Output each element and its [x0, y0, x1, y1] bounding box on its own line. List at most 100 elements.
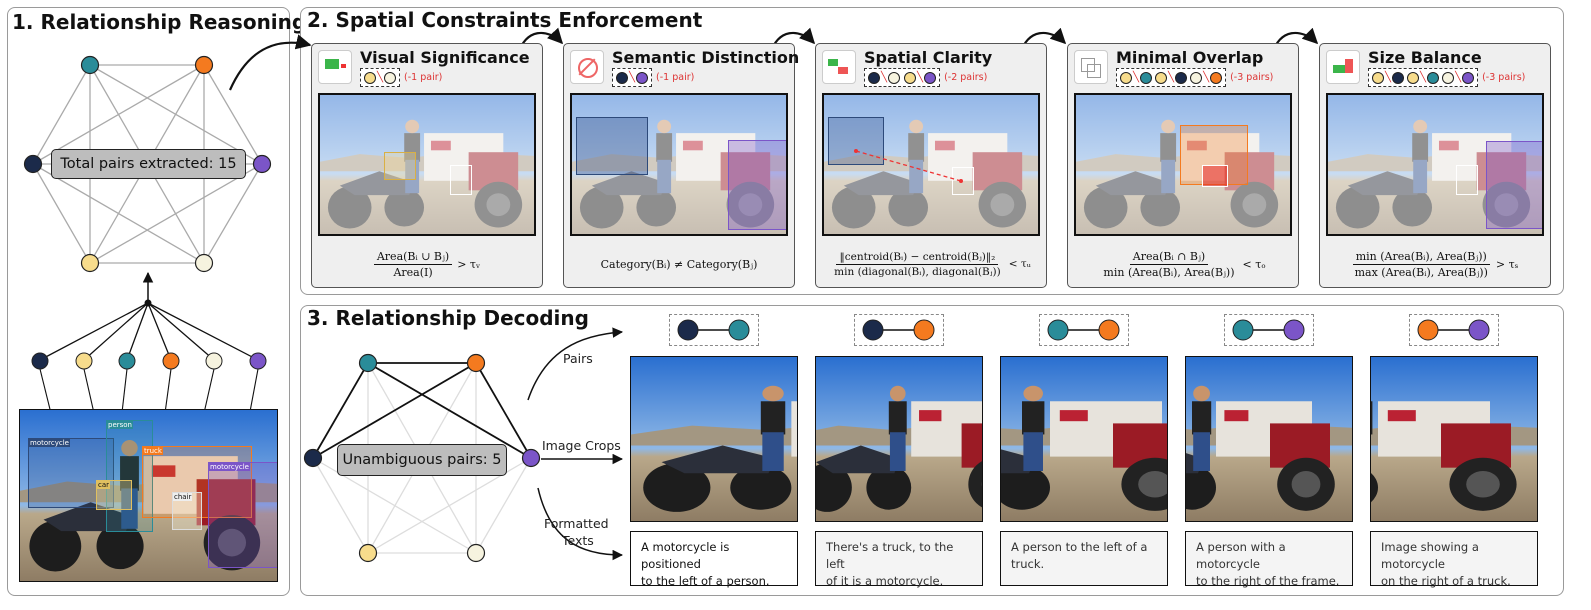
pin-purple: [249, 352, 267, 370]
node-cream: [194, 253, 214, 273]
pin-yellow: [75, 352, 93, 370]
pair-count-note: (-1 pair): [404, 72, 443, 83]
caption-line: A person to the left of a: [1011, 540, 1148, 554]
card-title: Spatial Clarity: [864, 48, 993, 67]
bbox-chair: chair: [172, 492, 202, 530]
image-crop-5: [1370, 356, 1538, 522]
caption-line: A motorcycle is positioned: [641, 540, 730, 571]
label-texts: Texts: [562, 533, 594, 548]
removed-pairs: ╲ (-1 pair): [360, 68, 443, 87]
bbox-motorcycle-2: motorcycle: [208, 462, 277, 568]
formula-operator: < τᵤ: [1008, 258, 1031, 270]
bbox-label: person: [107, 421, 133, 429]
card-title: Visual Significance: [360, 48, 530, 67]
formula-inline: Category(Bᵢ) ≠ Category(Bⱼ): [600, 257, 758, 271]
caption-2: There's a truck, to the left of it is a …: [815, 531, 983, 588]
example-image: [822, 93, 1040, 236]
caption-line: of it is a motorcycle.: [826, 574, 944, 588]
image-crop-3: [1000, 356, 1168, 522]
visual-significance-icon: [318, 50, 352, 84]
pair-count-note: (-1 pair): [656, 72, 695, 83]
caption-line: Image showing a motorcycle: [1381, 540, 1479, 571]
formula-denominator: min (Area(Bᵢ), Area(Bⱼ)): [1103, 265, 1235, 279]
bbox-label: motorcycle: [209, 463, 250, 471]
caption-line: to the left of a person.: [641, 574, 770, 588]
node-cream: [466, 543, 486, 563]
bbox-person: person: [106, 420, 153, 532]
card-semantic-distinction: Semantic Distinction ╲ (-1 pair) Categor…: [563, 43, 799, 288]
pin-cream: [205, 352, 223, 370]
node-orange: [194, 55, 214, 75]
caption-line: on the right of a truck.: [1381, 574, 1511, 588]
label-image-crops: Image Crops: [542, 438, 621, 453]
pin-orange: [162, 352, 180, 370]
formula: Area(Bᵢ ∪ Bⱼ)Area(I) > τᵥ: [312, 242, 542, 286]
formula-denominator: min (diagonal(Bᵢ), diagonal(Bⱼ)): [834, 265, 1001, 278]
image-crop-1: [630, 356, 798, 522]
bbox-truck: truck: [142, 446, 252, 518]
bbox-label: truck: [143, 447, 163, 455]
node-teal: [358, 353, 378, 373]
formula-operator: > τₛ: [1495, 257, 1519, 271]
formula-numerator: min (Area(Bᵢ), Area(Bⱼ)): [1352, 250, 1490, 265]
caption-3: A person to the left of a truck.: [1000, 531, 1168, 586]
formula-numerator: Area(Bᵢ ∩ Bⱼ): [1129, 250, 1209, 265]
caption-1: A motorcycle is positioned to the left o…: [630, 531, 798, 588]
card-title: Semantic Distinction: [612, 48, 800, 67]
formula-denominator: Area(I): [393, 265, 433, 279]
bbox-motorcycle: motorcycle: [28, 438, 114, 508]
label-pairs: Pairs: [563, 351, 593, 366]
formula: Area(Bᵢ ∩ Bⱼ)min (Area(Bᵢ), Area(Bⱼ)) < …: [1068, 242, 1298, 286]
formula-numerator: ‖centroid(Bᵢ) − centroid(Bⱼ)‖₂: [836, 251, 999, 265]
bbox-label: car: [97, 481, 111, 489]
node-yellow: [80, 253, 100, 273]
node-navy: [23, 154, 43, 174]
section-title: 1. Relationship Reasoning: [12, 10, 307, 34]
unambiguous-pairs-box: Unambiguous pairs: 5: [337, 444, 507, 476]
graph-section1: [23, 55, 272, 498]
caption-5: Image showing a motorcycle on the right …: [1370, 531, 1538, 588]
node-purple: [521, 448, 541, 468]
formula-numerator: Area(Bᵢ ∪ Bⱼ): [373, 250, 453, 265]
node-navy: [303, 448, 323, 468]
detection-image: motorcycle person truck car chair motorc…: [19, 409, 278, 582]
image-crop-4: [1185, 356, 1353, 522]
formula-operator: < τₒ: [1242, 257, 1266, 271]
card-visual-significance: Visual Significance ╲ (-1 pair) Area(Bᵢ …: [311, 43, 543, 288]
node-teal: [80, 55, 100, 75]
node-purple: [252, 154, 272, 174]
caption-line: to the right of the frame.: [1196, 574, 1340, 588]
pair-count-note: (-2 pairs): [944, 72, 988, 83]
section-title: 2. Spatial Constraints Enforcement: [307, 8, 703, 32]
caption-line: There's a truck, to the left: [826, 540, 954, 571]
pair-teal-purple: [1224, 314, 1314, 346]
example-image: [1074, 93, 1292, 236]
pair-count-note: (-3 pairs): [1230, 72, 1274, 83]
formula-denominator: max (Area(Bᵢ), Area(Bⱼ)): [1354, 265, 1488, 279]
bbox-label: chair: [173, 493, 193, 501]
caption-line: A person with a motorcycle: [1196, 540, 1286, 571]
example-image: [570, 93, 788, 236]
spatial-clarity-icon: [822, 50, 856, 84]
card-title: Size Balance: [1368, 48, 1482, 67]
card-title: Minimal Overlap: [1116, 48, 1264, 67]
label-formatted: Formatted: [544, 516, 609, 531]
card-spatial-clarity: Spatial Clarity ╲╲ (-2 pairs) ‖centroid(…: [815, 43, 1047, 288]
removed-pairs: ╲ (-1 pair): [612, 68, 695, 87]
example-image: [1326, 93, 1544, 236]
pair-navy-teal: [669, 314, 759, 346]
node-yellow: [358, 543, 378, 563]
card-minimal-overlap: Minimal Overlap ╲╲╲ (-3 pairs) Area(Bᵢ ∩…: [1067, 43, 1299, 288]
size-balance-icon: [1326, 50, 1360, 84]
total-pairs-box: Total pairs extracted: 15: [51, 149, 246, 179]
example-image: [318, 93, 536, 236]
formula-operator: > τᵥ: [457, 257, 481, 271]
card-size-balance: Size Balance ╲╲╲ (-3 pairs) min (Area(Bᵢ…: [1319, 43, 1551, 288]
caption-4: A person with a motorcycle to the right …: [1185, 531, 1353, 588]
caption-line: truck.: [1011, 557, 1045, 571]
section-title: 3. Relationship Decoding: [307, 306, 589, 330]
pair-navy-orange: [854, 314, 944, 346]
removed-pairs: ╲╲╲ (-3 pairs): [1368, 68, 1525, 87]
pin-navy: [31, 352, 49, 370]
